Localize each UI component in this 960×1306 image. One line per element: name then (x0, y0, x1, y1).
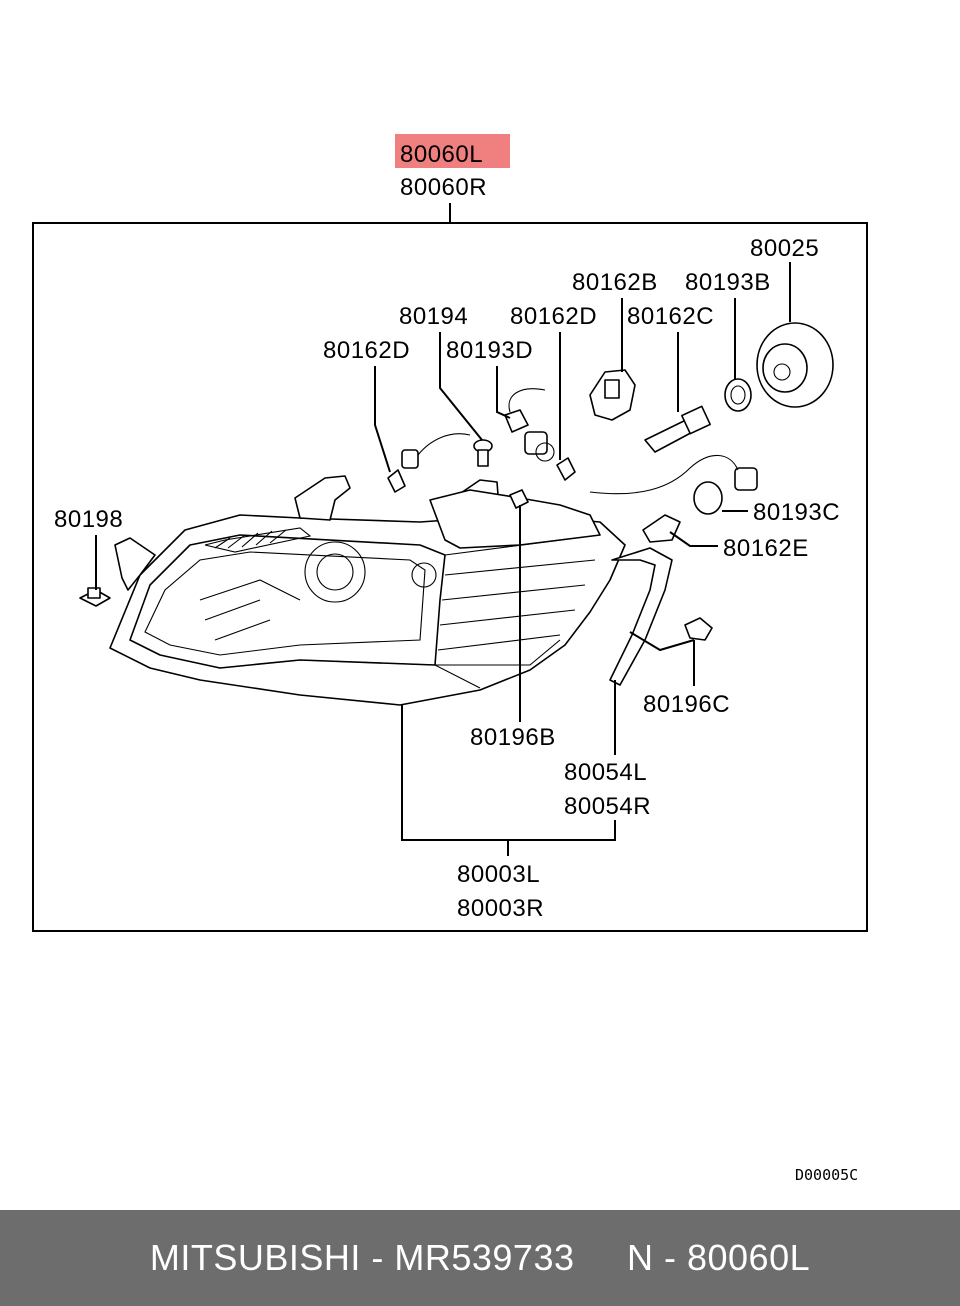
label-80003L[interactable]: 80003L (457, 861, 540, 888)
part-80162D-bulb-top (556, 457, 576, 481)
footer-text: MITSUBISHI - MR539733 N - 80060L (149, 1237, 811, 1278)
part-80193B-ring (724, 378, 752, 412)
label-80162E[interactable]: 80162E (723, 535, 809, 562)
part-80193C-socket (589, 454, 758, 515)
label-80196B[interactable]: 80196B (470, 724, 556, 751)
diagram-frame (32, 222, 868, 932)
part-80162B-bulb (589, 369, 636, 421)
label-80054R[interactable]: 80054R (564, 793, 651, 820)
diagram-ref-code: D00005C (795, 1166, 858, 1184)
part-80162D-bulb-left (387, 433, 471, 493)
label-80162C[interactable]: 80162C (627, 303, 714, 330)
label-80194[interactable]: 80194 (399, 303, 468, 330)
part-80196C-clip (684, 617, 713, 641)
parts-diagram: 80060L 80060R (32, 134, 868, 1184)
part-80196B-clip (509, 489, 529, 509)
leader-lines (95, 262, 791, 856)
part-80193D-socket (504, 388, 555, 462)
label-80193C[interactable]: 80193C (753, 499, 840, 526)
highlight-box (395, 134, 510, 168)
part-80194-screw (473, 439, 493, 467)
label-80060R[interactable]: 80060R (400, 174, 487, 201)
label-80025[interactable]: 80025 (750, 235, 819, 262)
part-80198-screw (79, 587, 111, 607)
label-80054L[interactable]: 80054L (564, 759, 647, 786)
label-80003R[interactable]: 80003R (457, 895, 544, 922)
label-80193B[interactable]: 80193B (685, 269, 771, 296)
label-80198[interactable]: 80198 (54, 506, 123, 533)
label-80162B[interactable]: 80162B (572, 269, 658, 296)
footer-bar: MITSUBISHI - MR539733 N - 80060L (0, 1210, 960, 1306)
label-80162D-top[interactable]: 80162D (510, 303, 597, 330)
label-80196C[interactable]: 80196C (643, 691, 730, 718)
label-80162D-left[interactable]: 80162D (323, 337, 410, 364)
label-80193D[interactable]: 80193D (446, 337, 533, 364)
part-80162C-bulb (644, 405, 711, 453)
part-80025-cap (756, 322, 834, 408)
headlamp-body (109, 475, 673, 706)
part-80162E-bulb (642, 514, 681, 543)
label-80060L[interactable]: 80060L (400, 141, 483, 168)
